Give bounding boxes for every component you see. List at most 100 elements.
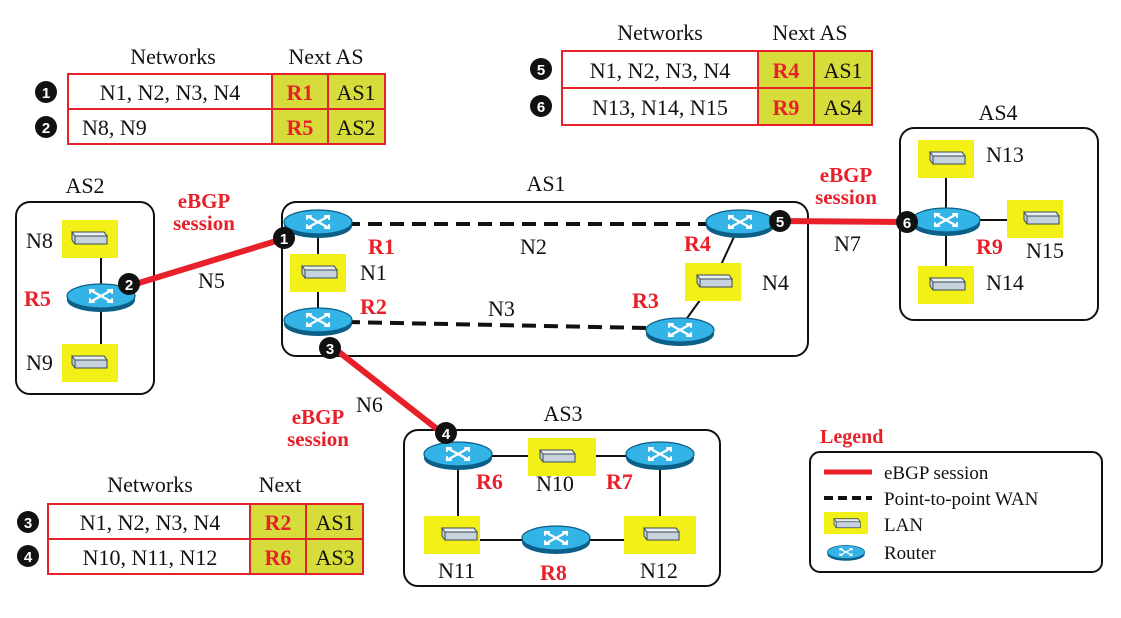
numbered-circle-icon <box>118 273 140 295</box>
ebgp-session-label: session <box>287 427 349 451</box>
step-marker: 4 <box>442 426 451 443</box>
step-marker: 4 <box>24 549 33 566</box>
lan-icon <box>929 151 966 165</box>
router-icon <box>624 440 696 472</box>
network-labels: N1 N2 N3 N4 N5 N6 N7 N8 N9 N10 N11 N12 N… <box>26 142 1064 583</box>
numbered-circle-icon <box>435 422 457 444</box>
table-cell-router: R5 <box>287 115 314 140</box>
table-header-networks: Networks <box>130 44 216 69</box>
lans <box>62 140 1063 554</box>
table-cell-as: AS1 <box>823 58 862 83</box>
router-icon <box>704 208 776 240</box>
router-icon <box>826 544 866 562</box>
lan-icon <box>929 277 966 291</box>
router-icon <box>910 206 982 238</box>
network-label: N6 <box>356 392 383 417</box>
step-marker: 5 <box>776 214 784 231</box>
step-markers: 1 2 3 4 5 6 <box>118 210 918 444</box>
step-marker: 1 <box>42 85 50 102</box>
router-label-r3: R3 <box>632 288 659 313</box>
table-cell-networks: N1, N2, N3, N4 <box>100 80 241 105</box>
table-cell-router: R4 <box>773 58 800 83</box>
router-labels: R1 R2 R3 R4 R5 R6 R7 R8 R9 <box>24 231 1003 585</box>
legend-item-label: Point-to-point WAN <box>884 489 1039 510</box>
as1-label: AS1 <box>526 171 565 196</box>
network-label: N8 <box>26 228 53 253</box>
network-label: N4 <box>762 270 789 295</box>
as3-label: AS3 <box>543 401 582 426</box>
step-marker: 3 <box>326 341 334 358</box>
table-cell-as: AS3 <box>315 545 354 570</box>
step-marker: 2 <box>125 277 133 294</box>
lan-icon <box>539 449 576 463</box>
legend-item-label: LAN <box>884 515 923 536</box>
network-label: N10 <box>536 471 574 496</box>
table-header-next: Next AS <box>288 44 363 69</box>
lan-icon <box>71 231 108 245</box>
numbered-circle-icon <box>17 511 39 533</box>
legend: Legend eBGP session Point-to-point WAN L… <box>809 426 1103 573</box>
router-label-r7: R7 <box>606 469 633 494</box>
network-label: N15 <box>1026 238 1064 263</box>
ebgp-labels: eBGP session eBGP session eBGP session <box>173 163 877 451</box>
routing-table-1: Networks Next AS 1 N1, N2, N3, N4 R1 AS1… <box>35 44 386 145</box>
lan-icon <box>301 265 338 279</box>
ebgp-link-n7 <box>779 218 907 225</box>
step-marker: 1 <box>280 231 288 248</box>
table-cell-router: R9 <box>773 95 800 120</box>
router-label-r1: R1 <box>368 234 395 259</box>
table-cell-networks: N8, N9 <box>82 115 147 140</box>
table-cell-router: R1 <box>287 80 314 105</box>
numbered-circle-icon <box>530 58 552 80</box>
table-cell-router: R2 <box>265 510 292 535</box>
table-cell-networks: N10, N11, N12 <box>83 545 218 570</box>
routing-table-3: Networks Next 3 N1, N2, N3, N4 R2 AS1 4 … <box>17 472 364 575</box>
numbered-circle-icon <box>319 337 341 359</box>
router-label-r6: R6 <box>476 469 503 494</box>
numbered-circle-icon <box>35 116 57 138</box>
router-icon <box>644 316 716 348</box>
table-row: 1 N1, N2, N3, N4 R1 AS1 <box>35 80 376 105</box>
lan-icon <box>441 527 478 541</box>
table-row: 5 N1, N2, N3, N4 R4 AS1 <box>530 58 863 83</box>
numbered-circle-icon <box>17 545 39 567</box>
table-cell-as: AS4 <box>823 95 862 120</box>
table-cell-networks: N1, N2, N3, N4 <box>590 58 731 83</box>
ebgp-session-label: eBGP <box>292 405 345 429</box>
network-label: N5 <box>198 268 225 293</box>
network-label: N9 <box>26 350 53 375</box>
numbered-circle-icon <box>530 95 552 117</box>
numbered-circle-icon <box>896 211 918 233</box>
network-label: N7 <box>834 231 861 256</box>
routing-table-2: Networks Next AS 5 N1, N2, N3, N4 R4 AS1… <box>530 20 873 126</box>
router-icon <box>422 440 494 472</box>
legend-item-label: eBGP session <box>884 463 989 484</box>
numbered-circle-icon <box>273 227 295 249</box>
network-label: N11 <box>438 558 475 583</box>
legend-title: Legend <box>820 426 883 448</box>
table-row: 4 N10, N11, N12 R6 AS3 <box>17 545 355 570</box>
table-cell-as: AS2 <box>336 115 375 140</box>
lan-icon <box>696 274 733 288</box>
numbered-circle-icon <box>35 81 57 103</box>
network-label: N1 <box>360 260 387 285</box>
table-cell-networks: N13, N14, N15 <box>592 95 728 120</box>
router-icon <box>282 306 354 338</box>
table-header-next: Next <box>259 472 302 497</box>
network-label: N13 <box>986 142 1024 167</box>
table-header-networks: Networks <box>107 472 193 497</box>
table-cell-as: AS1 <box>315 510 354 535</box>
network-label: N2 <box>520 234 547 259</box>
table-row: 3 N1, N2, N3, N4 R2 AS1 <box>17 510 355 535</box>
ebgp-session-label: session <box>173 211 235 235</box>
router-icon <box>282 208 354 240</box>
ebgp-link-n5 <box>128 235 287 289</box>
table-cell-as: AS1 <box>336 80 375 105</box>
lan-icon <box>643 527 680 541</box>
table-cell-router: R6 <box>265 545 292 570</box>
step-marker: 2 <box>42 120 50 137</box>
table-header-networks: Networks <box>617 20 703 45</box>
legend-item-label: Router <box>884 543 936 564</box>
as2-label: AS2 <box>65 173 104 198</box>
